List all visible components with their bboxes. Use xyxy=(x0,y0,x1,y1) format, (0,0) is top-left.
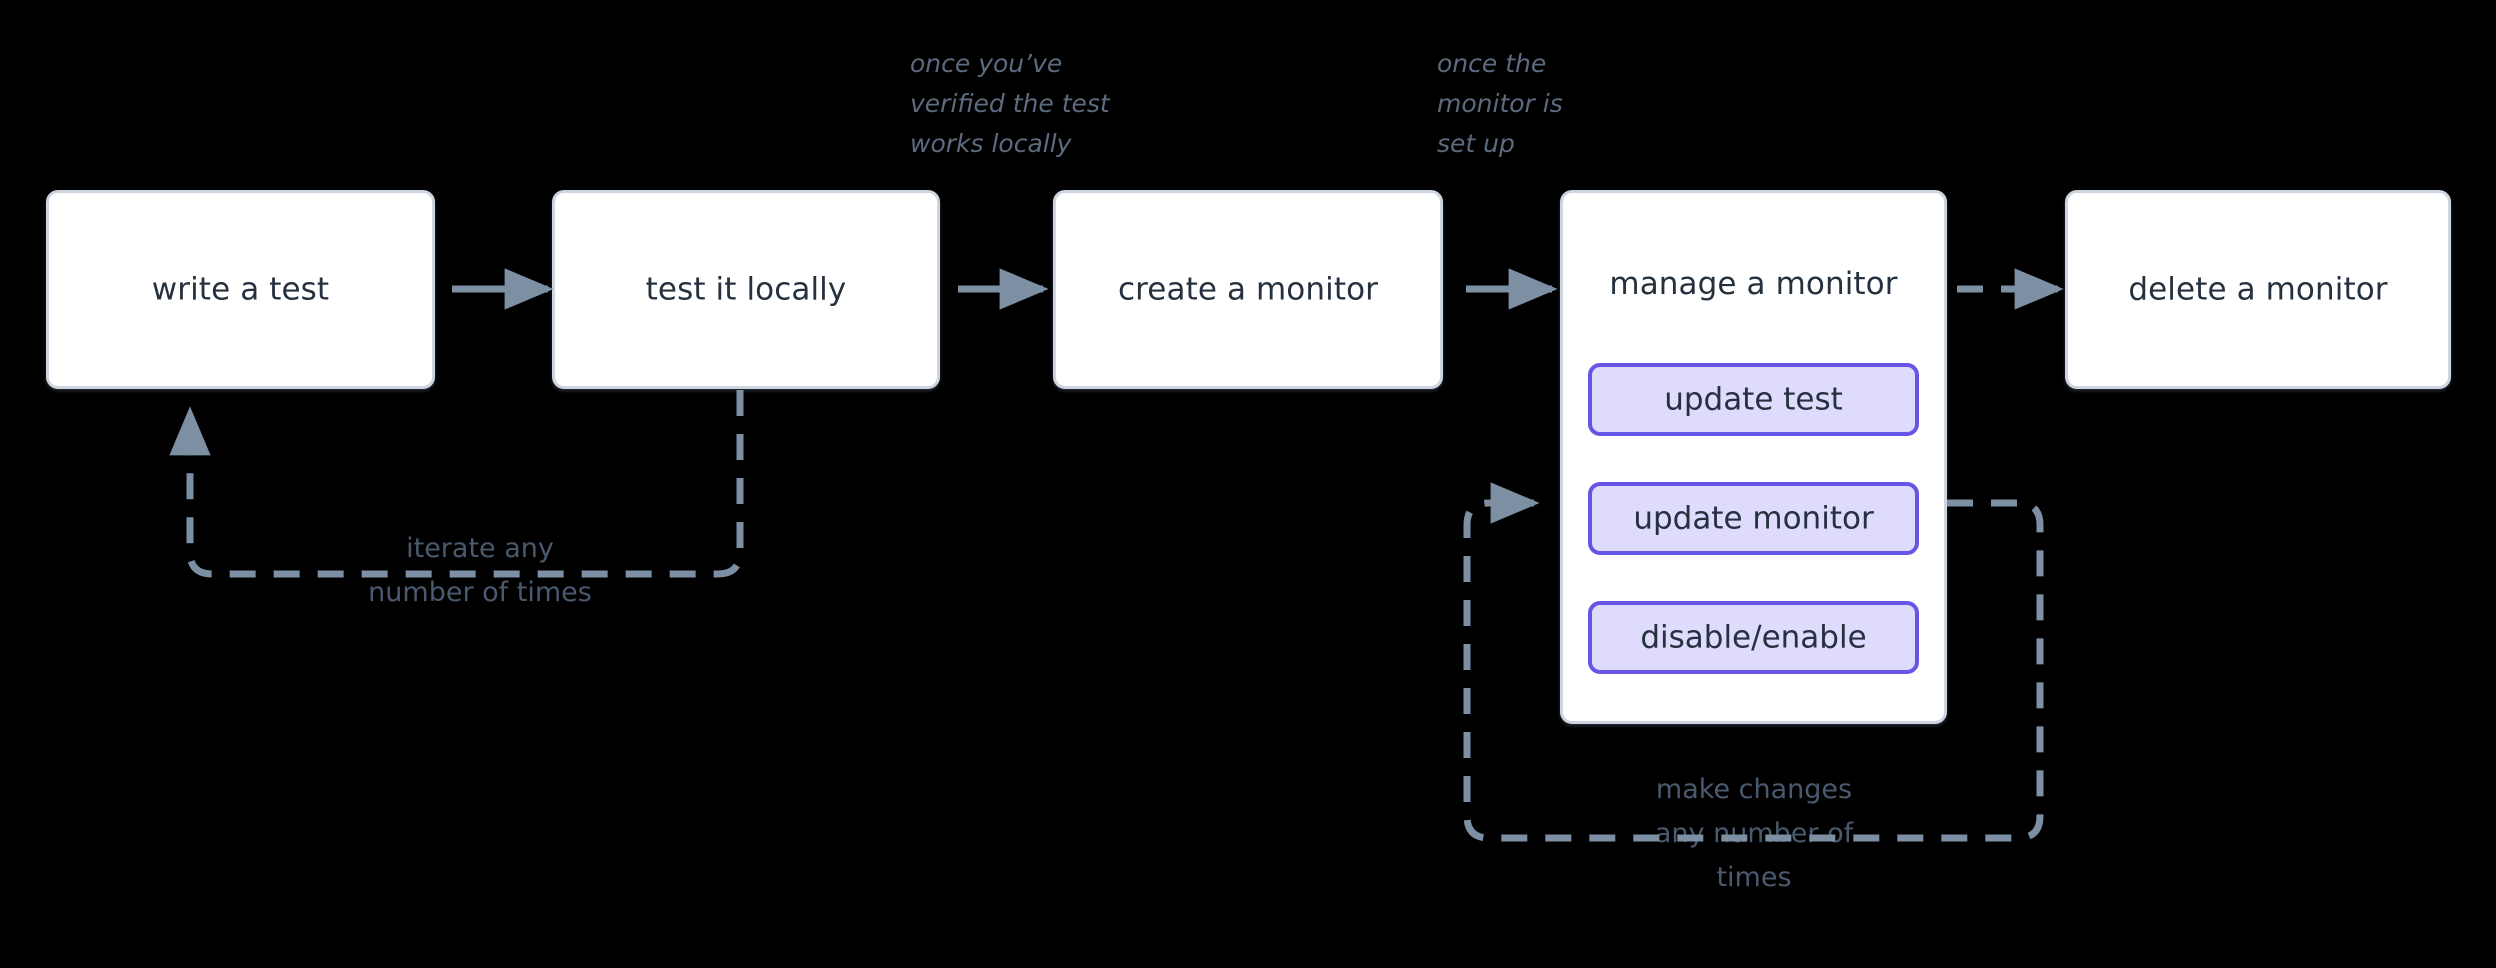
subnode-update-test[interactable]: update test xyxy=(1588,363,1919,436)
node-create-a-monitor[interactable]: create a monitor xyxy=(1053,190,1443,389)
node-test-it-locally[interactable]: test it locally xyxy=(552,190,940,389)
subnode-update-monitor-label: update monitor xyxy=(1633,499,1874,536)
caption-make-changes-loop: make changes any number of times xyxy=(1654,774,1854,893)
subnode-disable-enable-label: disable/enable xyxy=(1640,618,1867,655)
node-test-it-locally-label: test it locally xyxy=(645,270,847,307)
edge-iterate-loop xyxy=(169,390,744,578)
edge-make-changes-loop xyxy=(1463,482,2044,842)
node-manage-a-monitor-label: manage a monitor xyxy=(1609,266,1898,302)
caption-iterate-loop: iterate any number of times xyxy=(368,533,592,608)
node-delete-a-monitor-label: delete a monitor xyxy=(2128,270,2388,307)
subnode-update-test-label: update test xyxy=(1664,380,1843,417)
node-create-a-monitor-label: create a monitor xyxy=(1118,270,1378,307)
node-write-a-test[interactable]: write a test xyxy=(46,190,435,389)
caption-verified-locally: once you’ve verified the test works loca… xyxy=(910,49,1110,158)
node-manage-a-monitor[interactable]: manage a monitor update test update moni… xyxy=(1560,190,1947,724)
subnode-update-monitor[interactable]: update monitor xyxy=(1588,482,1919,555)
caption-monitor-set-up: once the monitor is set up xyxy=(1437,49,1563,158)
node-delete-a-monitor[interactable]: delete a monitor xyxy=(2065,190,2451,389)
subnode-disable-enable[interactable]: disable/enable xyxy=(1588,601,1919,674)
node-write-a-test-label: write a test xyxy=(151,270,330,307)
